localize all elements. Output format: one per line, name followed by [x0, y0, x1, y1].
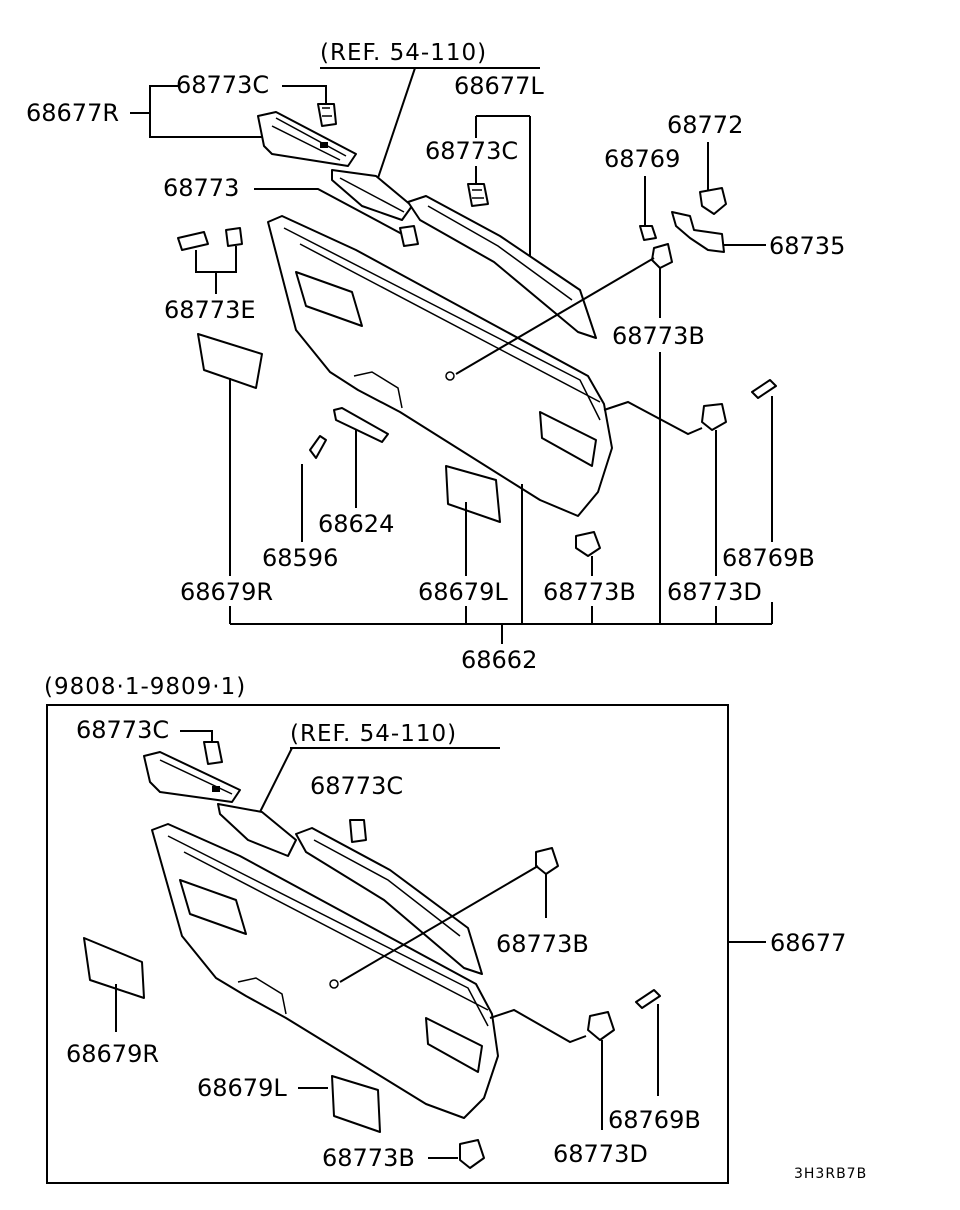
trim-panel-bottom: [151, 823, 499, 1119]
leader-68773C-bottom-a: [180, 730, 213, 742]
label-68769: 68769: [604, 145, 680, 173]
trim-panel-68662: [267, 215, 613, 517]
clip-68773B-top-b: [575, 531, 601, 557]
leader-68677R-down: [149, 113, 262, 138]
label-68679L-top: 68679L: [418, 578, 508, 606]
clip-68773: [399, 225, 419, 247]
leader-68773C-top-a: [282, 85, 327, 104]
clip-68773B-bottom-b: [459, 1139, 485, 1169]
label-68773C-top-b: 68773C: [425, 137, 518, 165]
leader-68773B-bottom-to-panel: [339, 865, 539, 983]
clip-68773B-bottom-a: [535, 847, 559, 875]
leader-68677R-up: [130, 85, 180, 114]
label-68773B-top-a: 68773B: [612, 322, 705, 350]
bottom-ref-note: (REF. 54-110): [290, 721, 457, 747]
label-68769B-top: 68769B: [722, 544, 815, 572]
trim-68677L: [407, 195, 597, 339]
label-68662: 68662: [461, 646, 537, 674]
clip-68773D-bottom: [587, 1011, 615, 1041]
label-68773C-bottom-b: 68773C: [310, 772, 403, 800]
leader-68773: [254, 188, 403, 235]
label-68679L-bottom: 68679L: [197, 1074, 287, 1102]
label-68773B-bottom-a: 68773B: [496, 930, 589, 958]
label-68773: 68773: [163, 174, 239, 202]
screw-68769B-top: [751, 379, 777, 399]
bottom-assembly: (9808·1-9809·1) 68773C (REF. 54-110) 687…: [44, 674, 846, 1184]
trim-68677R: [257, 111, 357, 167]
clip-68773C-top-b: [467, 183, 489, 207]
ref-piece-bottom: [217, 803, 297, 857]
cover-68679R-bottom: [83, 937, 145, 999]
handle-68624: [333, 407, 389, 443]
label-68677L: 68677L: [454, 72, 544, 100]
cover-68679R-top: [197, 333, 263, 389]
top-ref-note: (REF. 54-110): [320, 40, 487, 66]
nut-68772: [699, 187, 727, 215]
trim-left-bottom: [143, 751, 241, 803]
label-68679R-bottom: 68679R: [66, 1040, 159, 1068]
leader-68773E: [195, 246, 237, 273]
label-68769B-bottom: 68769B: [608, 1106, 701, 1134]
label-68624: 68624: [318, 510, 394, 538]
bottom-period-note: (9808·1-9809·1): [44, 674, 246, 700]
screw-68769B-bottom: [635, 989, 661, 1009]
leader-68773D-to-panel: [603, 400, 703, 436]
label-68773D-top: 68773D: [667, 578, 762, 606]
clip-68773D-top: [701, 403, 727, 431]
label-68773B-top-b: 68773B: [543, 578, 636, 606]
ref-piece-top: [331, 169, 413, 221]
bottom-ref-leader: [259, 747, 293, 813]
clip-68773B-top-a: [651, 243, 673, 269]
fastener-68773E-b: [225, 227, 243, 247]
clip-68773C-bottom-a: [203, 741, 223, 765]
leader-68773B-to-panel: [455, 257, 655, 375]
label-68677: 68677: [770, 929, 846, 957]
label-68773B-bottom-b: 68773B: [322, 1144, 415, 1172]
label-68735: 68735: [769, 232, 845, 260]
clip-68773C-top-a: [317, 103, 337, 127]
screw-68769: [639, 225, 657, 241]
label-68773C-top-a: 68773C: [176, 71, 269, 99]
label-68772: 68772: [667, 111, 743, 139]
label-68677R: 68677R: [26, 99, 119, 127]
bottom-frame: [46, 704, 729, 1184]
trim-strip-bottom: [295, 827, 483, 975]
cover-68679L-bottom: [331, 1075, 381, 1133]
label-68773D-bottom: 68773D: [553, 1140, 648, 1168]
label-68679R-top: 68679R: [180, 578, 273, 606]
bolt-68596: [309, 435, 327, 459]
cover-68679L-top: [445, 465, 501, 523]
label-68773C-bottom-a: 68773C: [76, 716, 169, 744]
label-68773E: 68773E: [164, 296, 256, 324]
diagram-code: 3H3RB7B: [794, 1166, 867, 1182]
top-ref-leader: [377, 67, 416, 179]
clip-68773C-bottom-b: [349, 819, 367, 843]
leader-68773D-bottom-to-panel: [489, 1008, 587, 1044]
fastener-68773E-a: [177, 231, 209, 251]
top-assembly: (REF. 54-110) 68677R 68773C 68677L: [26, 40, 845, 674]
label-68596: 68596: [262, 544, 338, 572]
bracket-68735: [671, 211, 725, 253]
